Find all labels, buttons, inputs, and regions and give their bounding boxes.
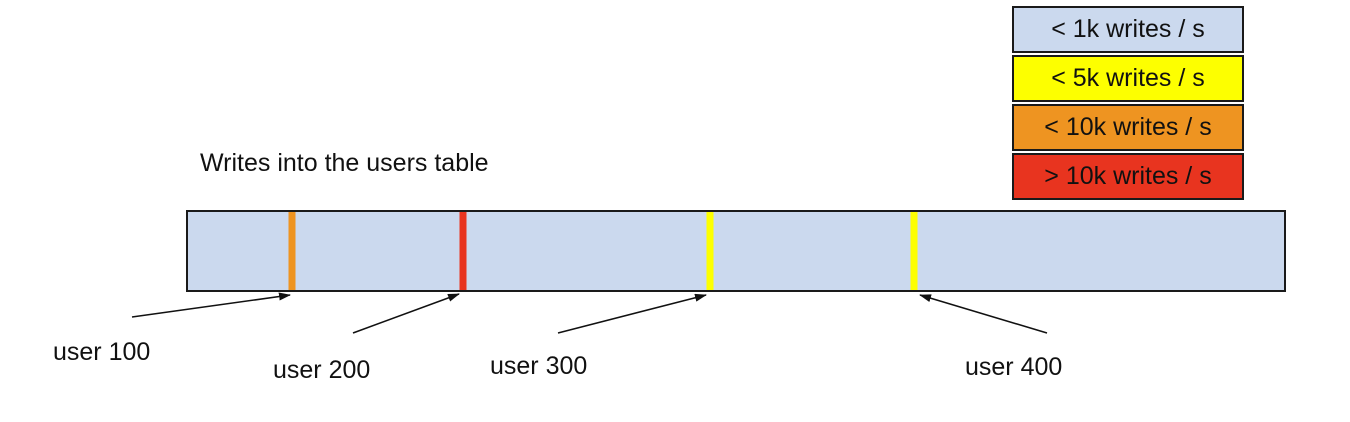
legend-item-gt-10k: > 10k writes / s — [1012, 153, 1244, 200]
arrow-user-300 — [557, 293, 707, 334]
legend-item-label: < 5k writes / s — [1051, 64, 1205, 92]
marker-user-400 — [910, 212, 918, 290]
write-rate-legend: < 1k writes / s < 5k writes / s < 10k wr… — [1012, 6, 1244, 202]
legend-item-lt-1k: < 1k writes / s — [1012, 6, 1244, 53]
legend-item-label: < 10k writes / s — [1044, 113, 1212, 141]
marker-user-100 — [288, 212, 296, 290]
marker-user-200 — [459, 212, 467, 290]
label-user-200: user 200 — [273, 356, 371, 384]
arrow-user-400 — [919, 294, 1048, 334]
legend-item-label: > 10k writes / s — [1044, 162, 1212, 190]
arrow-user-200 — [352, 293, 460, 334]
label-user-100: user 100 — [53, 338, 151, 366]
legend-item-label: < 1k writes / s — [1051, 15, 1205, 43]
legend-item-lt-10k: < 10k writes / s — [1012, 104, 1244, 151]
users-table-bar — [186, 210, 1286, 292]
label-user-400: user 400 — [965, 353, 1063, 381]
diagram-title: Writes into the users table — [200, 149, 489, 177]
label-user-300: user 300 — [490, 352, 588, 380]
legend-item-lt-5k: < 5k writes / s — [1012, 55, 1244, 102]
arrow-user-100 — [131, 292, 291, 318]
marker-user-300 — [706, 212, 714, 290]
